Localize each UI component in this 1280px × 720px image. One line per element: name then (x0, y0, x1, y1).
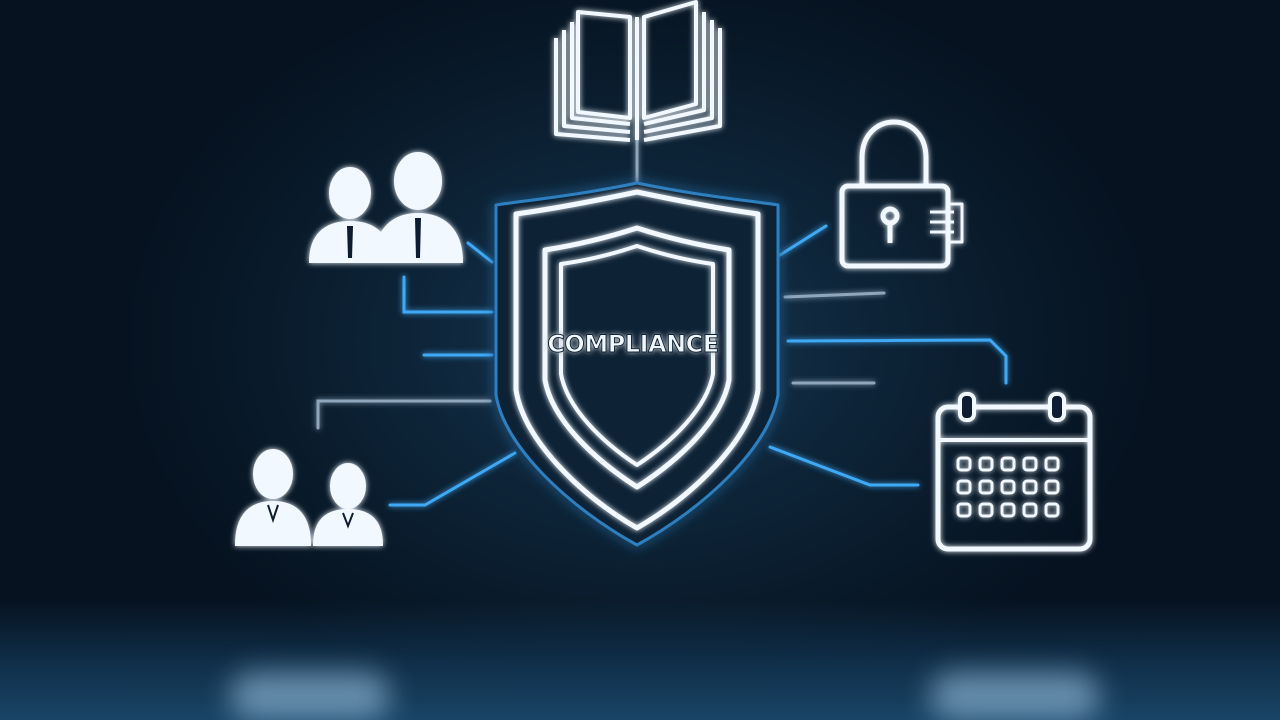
team-person-left-head (329, 167, 371, 219)
connector-lock-shield (778, 224, 828, 257)
calendar-frame (935, 404, 1093, 552)
people-collar-right (342, 512, 354, 529)
team-person-right-head (394, 152, 442, 210)
connector-calendar-upper (786, 338, 1008, 385)
team-tie-right (415, 218, 421, 258)
book-left-page (576, 10, 632, 120)
shield-inner-border (542, 225, 732, 490)
shield-core-border (559, 244, 715, 467)
connector-right-upper (783, 291, 886, 299)
shield-outer-halo (494, 181, 780, 547)
team-icon (308, 152, 464, 263)
calendar-ring-right (1048, 392, 1066, 422)
book-icon (554, 0, 722, 142)
padlock-icon (839, 119, 964, 269)
people-person-left-head (253, 449, 293, 499)
team-tie-left (347, 226, 353, 258)
padlock-keyhole (880, 206, 900, 226)
people-collar-left (267, 504, 279, 524)
connector-people-shield (388, 451, 517, 507)
book-left-stack (554, 22, 631, 142)
book-right-stack (643, 12, 722, 142)
people-person-left-body (234, 500, 312, 546)
connector-team-shield (466, 241, 494, 264)
shield-outer-border (513, 189, 761, 531)
calendar-day-grid (956, 456, 1060, 518)
calendar-ring-left (958, 392, 976, 422)
padlock-shackle (859, 119, 929, 186)
padlock-body (839, 183, 951, 269)
floor-reflection-right (930, 672, 1100, 720)
compliance-label: COMPLIANCE (547, 330, 718, 358)
calendar-icon (935, 392, 1093, 552)
connector-left-lower (316, 399, 492, 430)
floor-reflection-left (230, 672, 390, 720)
book-right-page (642, 0, 698, 120)
connector-lines (316, 138, 1008, 507)
connector-calendar-lower (768, 445, 920, 487)
padlock-side-tabs (930, 202, 964, 244)
shield-icon: COMPLIANCE (494, 181, 780, 547)
connector-left-upper (402, 275, 494, 314)
people-icon (234, 449, 384, 546)
people-person-right-head (330, 463, 366, 509)
